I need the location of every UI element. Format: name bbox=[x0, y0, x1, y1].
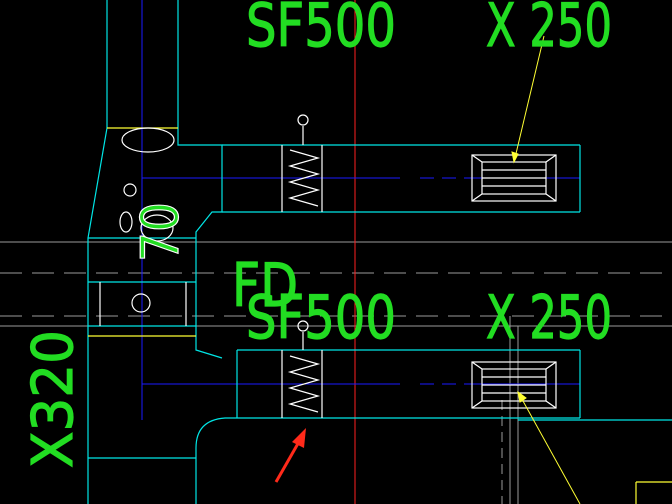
annotation-arrow bbox=[274, 428, 306, 483]
damper-top bbox=[281, 114, 323, 212]
label-mid-spec-right: X 250 bbox=[486, 283, 612, 353]
fitting-details bbox=[99, 183, 187, 326]
grille-bottom bbox=[471, 361, 557, 409]
label-vertical-num: 70 bbox=[131, 202, 191, 262]
damper-bottom bbox=[281, 320, 323, 418]
leader-lines bbox=[511, 35, 581, 504]
duct-outlines bbox=[87, 0, 672, 504]
riser-fitting bbox=[88, 127, 672, 504]
label-top-spec-left: SF500 bbox=[246, 0, 396, 61]
label-mid-spec-left: SF500 bbox=[246, 283, 396, 353]
label-damper-tag: FD bbox=[232, 251, 298, 321]
label-top-spec-right: X 250 bbox=[486, 0, 612, 61]
label-vertical-size: X320 bbox=[21, 330, 86, 468]
